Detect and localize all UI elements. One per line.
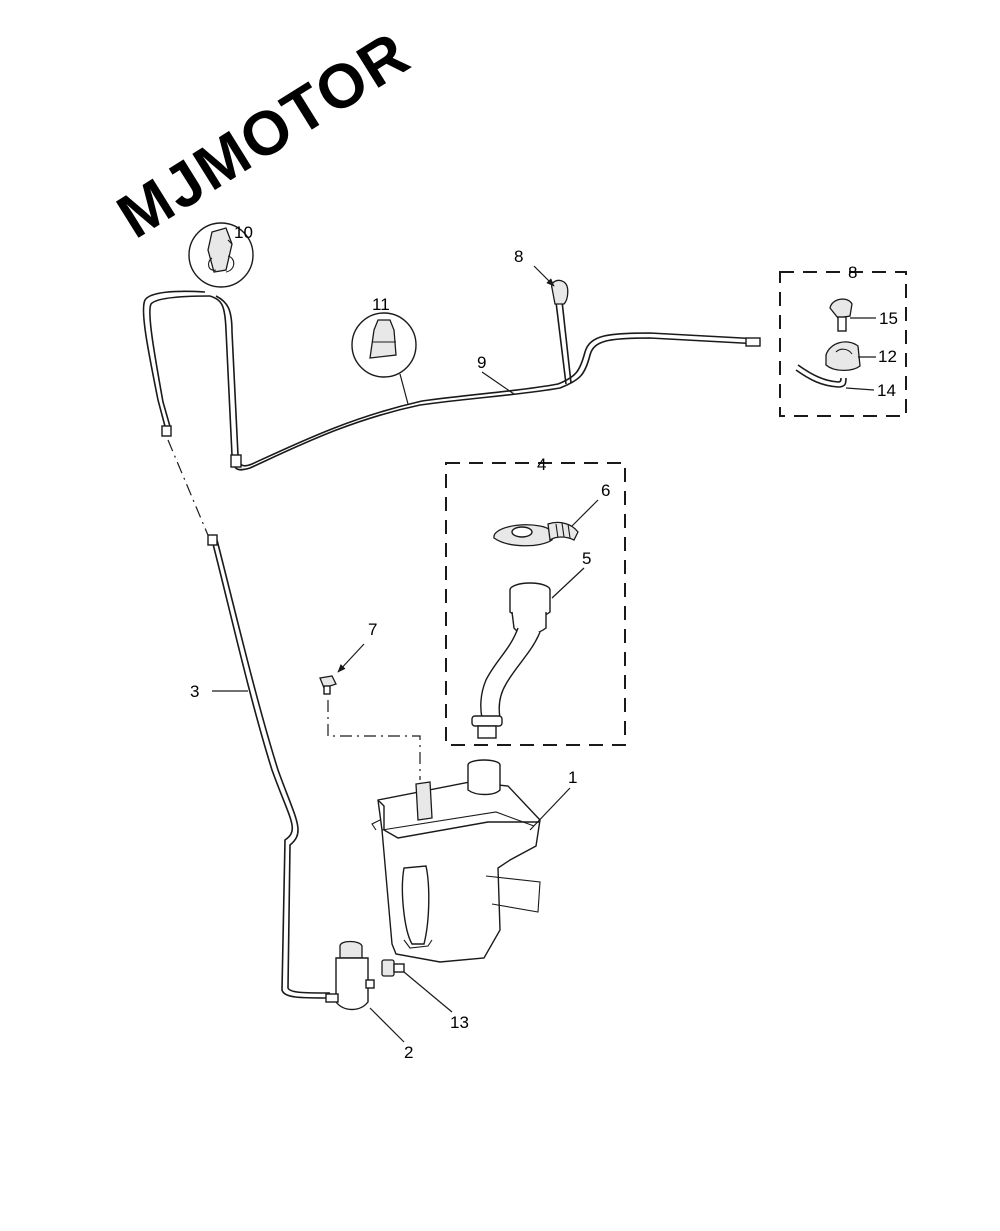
callout-6: 6 <box>601 481 610 500</box>
callout-1: 1 <box>568 768 577 787</box>
washer-reservoir-1 <box>371 759 541 963</box>
callout-15: 15 <box>879 309 898 328</box>
callout-2: 2 <box>404 1043 413 1062</box>
washer-hose-3 <box>142 290 331 999</box>
leader-6 <box>571 499 599 527</box>
callout-4: 4 <box>537 455 546 474</box>
leader-14 <box>845 387 875 391</box>
callout-8b: 8 <box>848 263 857 282</box>
leader-2 <box>369 1007 405 1043</box>
leader-10 <box>227 239 233 245</box>
leader-8a <box>533 265 555 287</box>
callout-10: 10 <box>234 223 253 242</box>
callout-8a: 8 <box>514 247 523 266</box>
leader-1 <box>529 787 571 831</box>
washer-hose-9 <box>209 295 761 471</box>
callout-14: 14 <box>877 381 896 400</box>
callout-7: 7 <box>368 620 377 639</box>
filler-neck-5 <box>471 582 551 739</box>
washer-pump-2 <box>325 940 375 1011</box>
nozzle-grommet-12 <box>825 341 861 372</box>
hose-branch-to-nozzle-8 <box>551 279 572 385</box>
nozzle-hose-14 <box>795 364 847 388</box>
watermark-logo: MJMOTOR <box>106 19 422 252</box>
leader-13 <box>403 971 453 1013</box>
pump-grommet-13 <box>381 959 405 977</box>
callout-5: 5 <box>582 549 591 568</box>
leader-9 <box>481 371 515 395</box>
callout-11: 11 <box>372 295 390 314</box>
hose-joint-left <box>230 454 242 468</box>
callout-9: 9 <box>477 353 486 372</box>
leader-5 <box>551 567 585 599</box>
hose-joint-lower <box>207 534 218 546</box>
group-box-8 <box>779 271 907 417</box>
leader-7 <box>337 643 365 673</box>
washer-nozzle-15 <box>829 298 853 332</box>
hose-clip-10 <box>188 222 254 288</box>
filler-cap-6 <box>493 521 579 547</box>
mounting-bolt-7 <box>319 675 421 780</box>
hose-joint-right <box>745 337 761 347</box>
hose-clip-11 <box>351 312 417 405</box>
callout-3: 3 <box>190 682 199 701</box>
hose-joint-upper <box>161 425 172 437</box>
callout-13: 13 <box>450 1013 469 1032</box>
callout-12: 12 <box>878 347 897 366</box>
